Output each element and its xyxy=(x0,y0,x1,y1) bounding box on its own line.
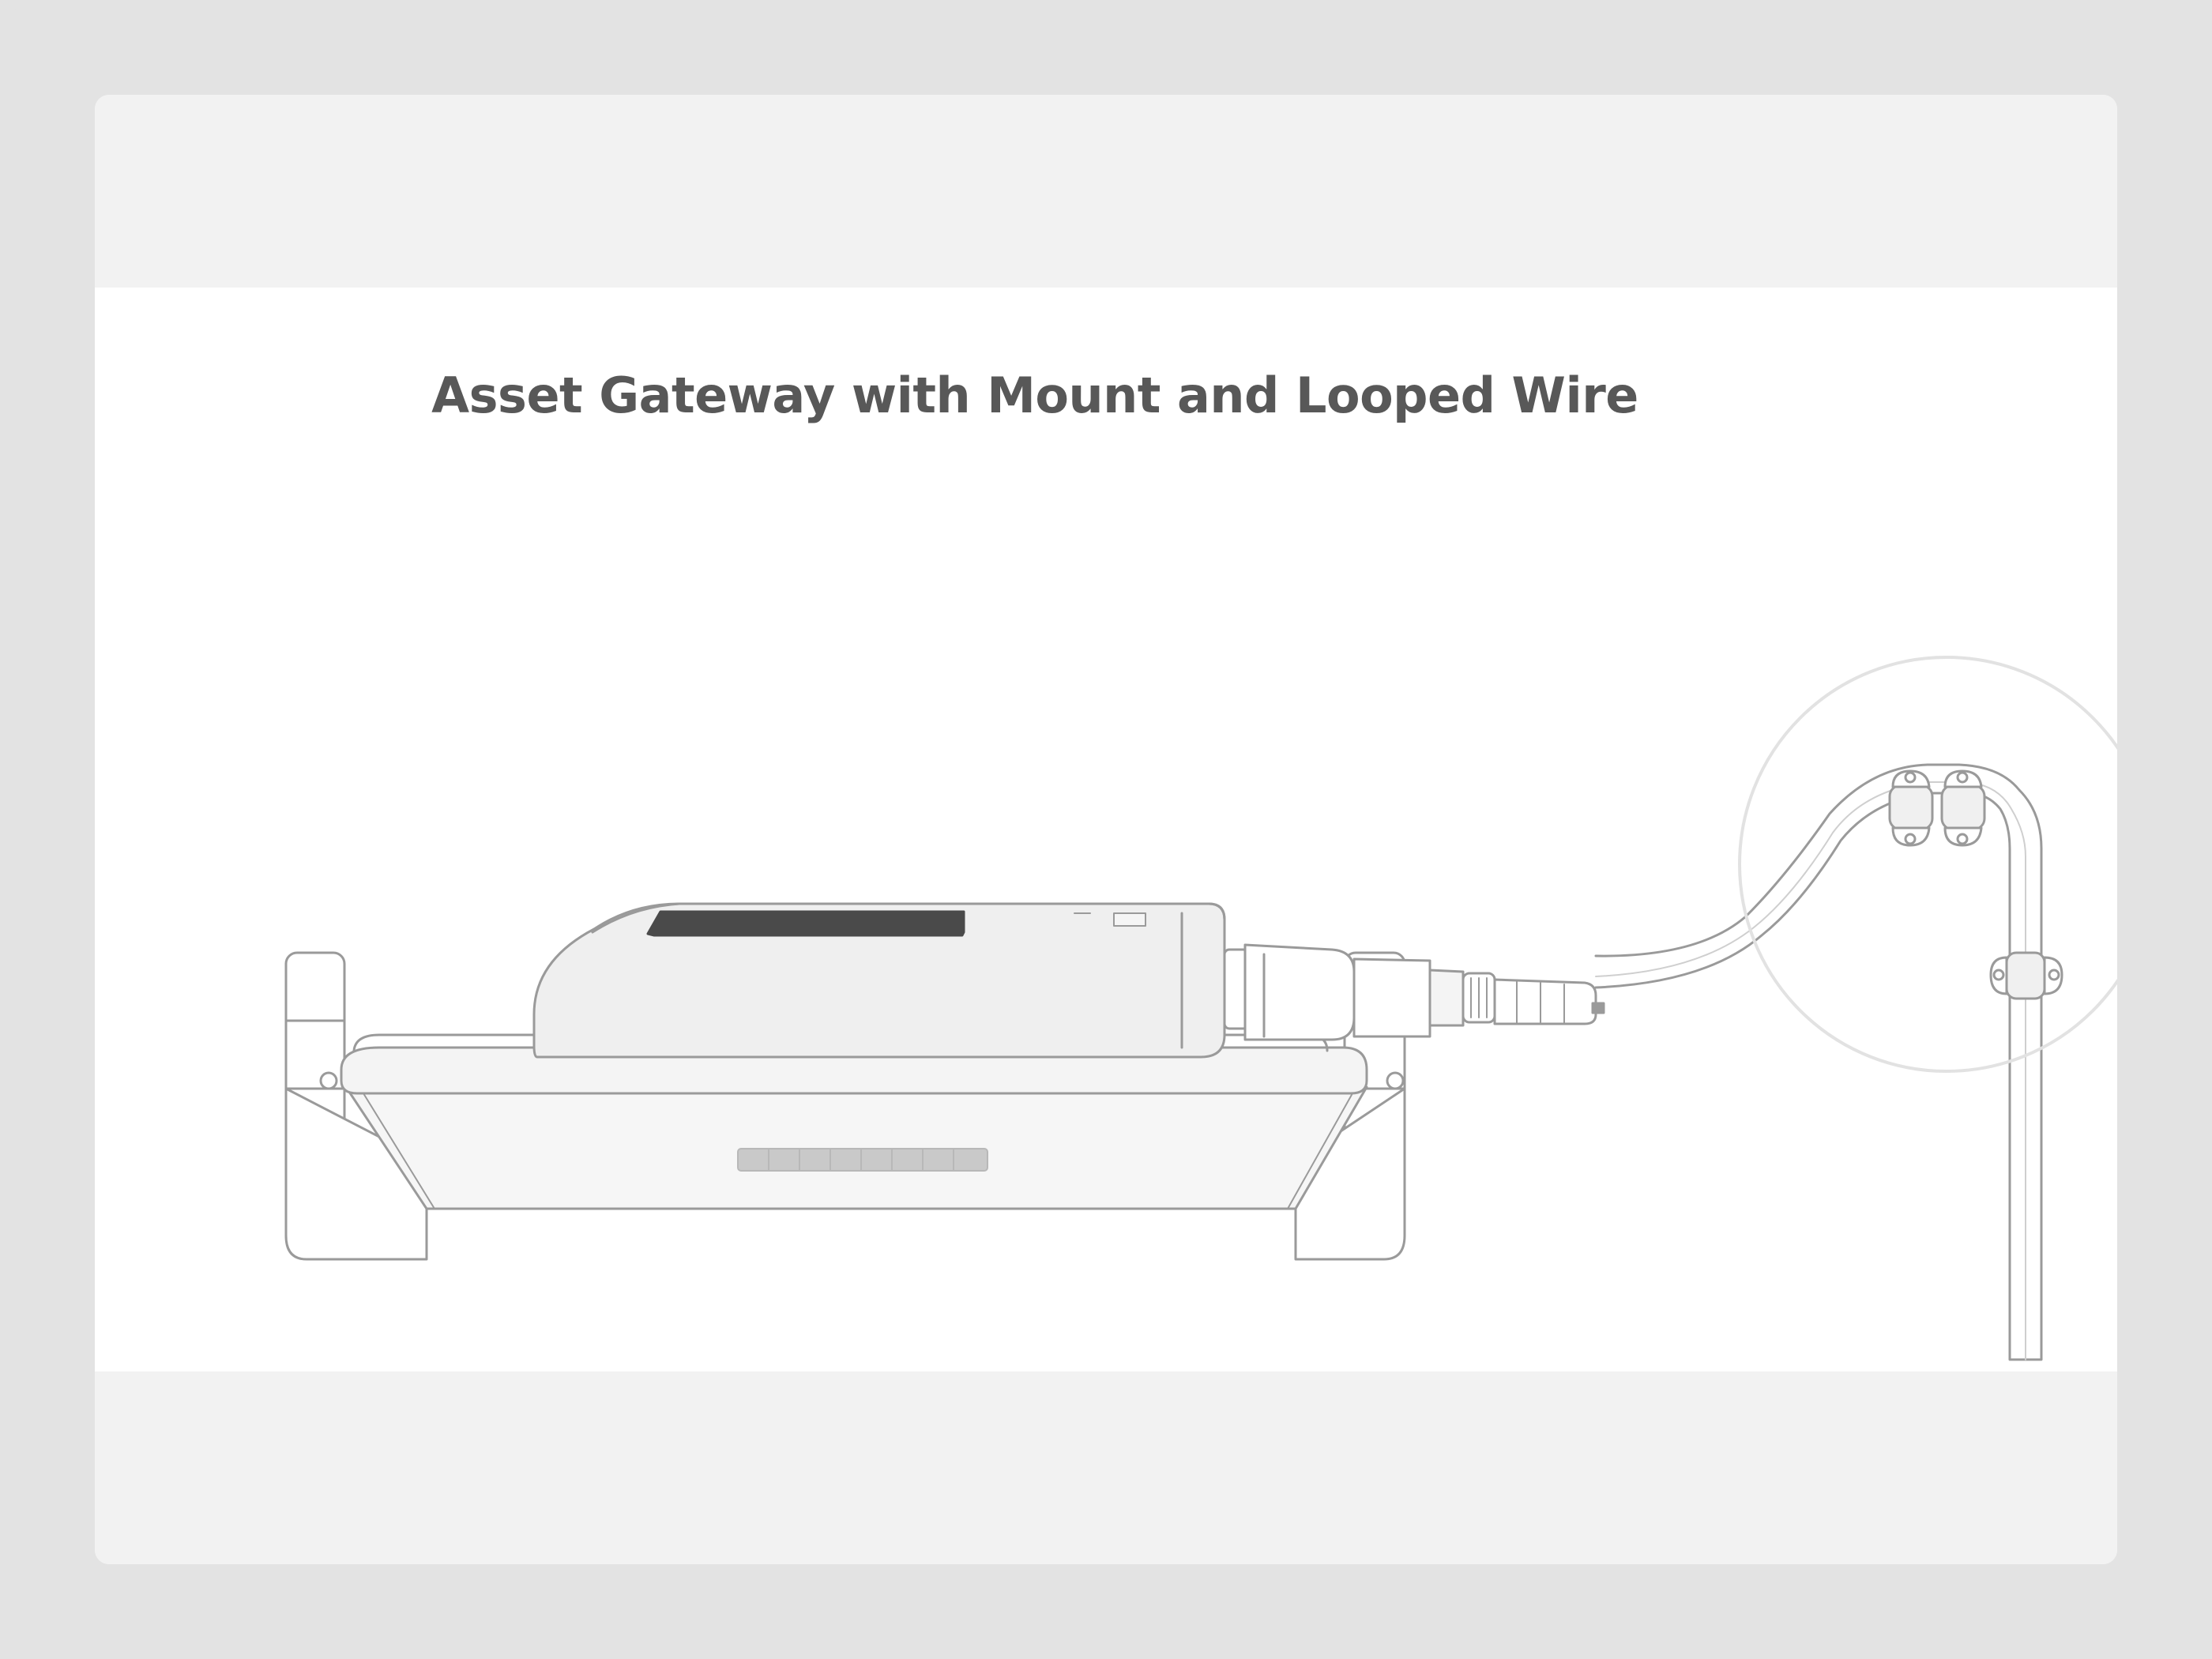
bottom-band xyxy=(95,1371,2117,1564)
cable-clip xyxy=(1940,769,1986,847)
device-body xyxy=(532,902,1226,1059)
detail-callout-circle xyxy=(1738,656,2117,1073)
diagram-canvas: Asset Gateway with Mount and Looped Wire xyxy=(95,288,2117,1371)
status-window xyxy=(1113,912,1146,927)
looped-wire xyxy=(1594,763,2043,1361)
diagram-card: Asset Gateway with Mount and Looped Wire xyxy=(95,95,2117,1564)
top-band xyxy=(95,95,2117,288)
cable-connector xyxy=(1223,943,1605,1041)
vent-slots xyxy=(737,1148,988,1172)
gateway-device xyxy=(532,902,1226,1059)
gateway-illustration xyxy=(284,656,2117,1361)
mounting-bracket xyxy=(284,951,1406,1261)
bracket-right-tab xyxy=(1294,1087,1406,1261)
bracket-left-tab xyxy=(284,1087,428,1261)
diagram-title: Asset Gateway with Mount and Looped Wire xyxy=(431,367,1638,424)
label-stripe xyxy=(646,910,965,937)
cable-clip xyxy=(1989,951,2063,1000)
screw-hole xyxy=(1386,1071,1405,1090)
screw-hole xyxy=(319,1071,338,1090)
wire-outer xyxy=(1594,763,2043,1361)
base-plate xyxy=(340,1046,1368,1095)
device-top xyxy=(591,902,1226,934)
cable-clip xyxy=(1888,769,1934,847)
